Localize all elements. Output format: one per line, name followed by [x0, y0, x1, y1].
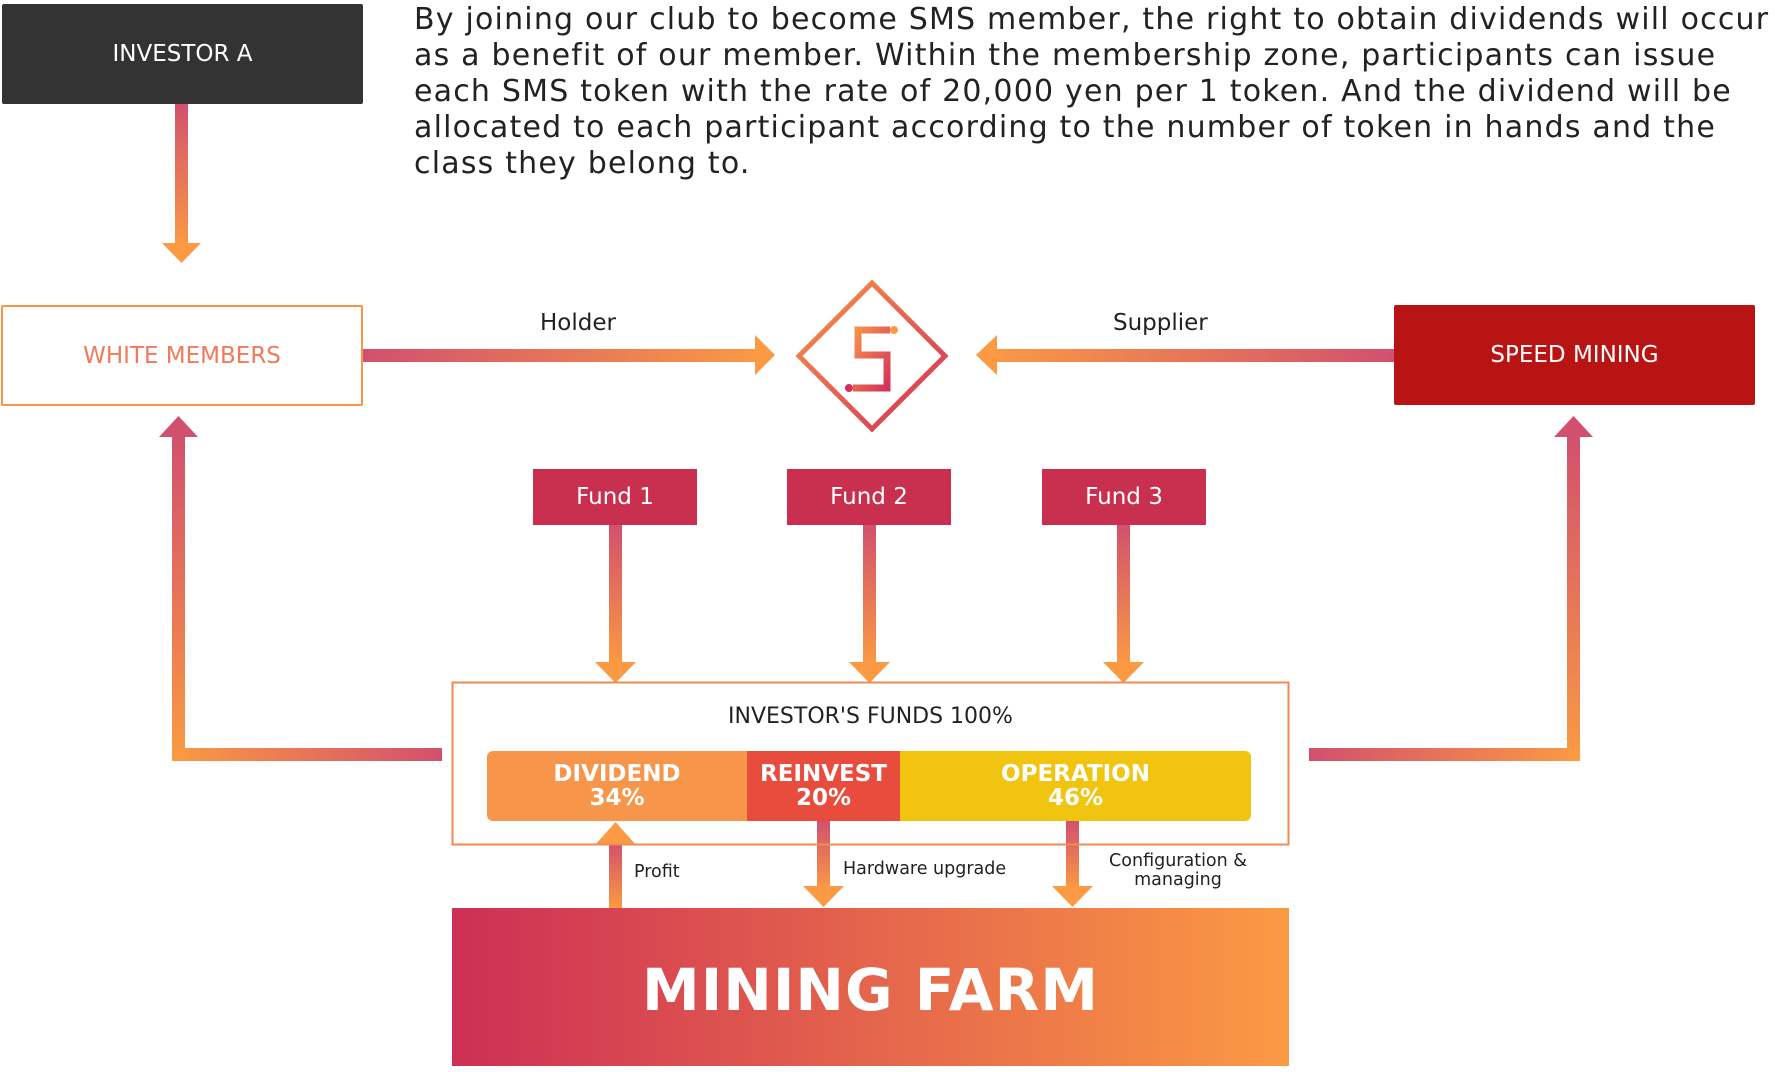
profit-label: Profit — [634, 862, 680, 882]
arrow-fund-1 — [595, 524, 636, 683]
speed-mining-label: SPEED MINING — [1490, 342, 1659, 368]
sms-token-logo — [795, 279, 949, 433]
operation-percent: 46% — [1047, 785, 1104, 811]
white-members-label: WHITE MEMBERS — [83, 342, 281, 369]
arrow-funds-to-speed-mining — [1309, 416, 1593, 761]
fund-3-label: Fund 3 — [1085, 484, 1163, 510]
investor-funds-box — [451, 681, 1290, 846]
arrow-configuration — [1052, 821, 1093, 907]
operation-segment: OPERATION 46% — [900, 751, 1251, 821]
intro-paragraph: By joining our club to become SMS member… — [414, 2, 1770, 181]
investor-a-node: INVESTOR A — [2, 4, 363, 104]
arrow-funds-to-white-members — [159, 416, 442, 761]
dividend-segment: DIVIDEND 34% — [487, 751, 747, 821]
fund-1-node: Fund 1 — [533, 469, 697, 525]
arrow-hardware-upgrade — [803, 821, 844, 907]
arrow-profit — [595, 822, 636, 908]
configuration-label: Configuration & managing — [1109, 851, 1247, 890]
reinvest-segment: REINVEST 20% — [747, 751, 900, 821]
mining-farm-node: MINING FARM — [452, 908, 1289, 1072]
arrow-investor-to-white-members — [162, 104, 201, 263]
white-members-node: WHITE MEMBERS — [1, 305, 363, 406]
hardware-upgrade-label: Hardware upgrade — [843, 859, 1007, 879]
arrow-fund-3 — [1103, 524, 1144, 683]
arrow-fund-2 — [849, 524, 890, 683]
reinvest-percent: 20% — [795, 785, 852, 811]
reinvest-name: REINVEST — [760, 761, 887, 787]
fund-2-node: Fund 2 — [787, 469, 951, 525]
operation-name: OPERATION — [1001, 761, 1150, 787]
fund-1-label: Fund 1 — [576, 484, 654, 510]
dividend-percent: 34% — [589, 785, 645, 811]
speed-mining-node: SPEED MINING — [1394, 305, 1755, 405]
holder-label: Holder — [540, 310, 616, 336]
dividend-name: DIVIDEND — [553, 761, 681, 787]
arrow-supplier — [976, 335, 1394, 375]
arrow-holder — [363, 335, 775, 375]
investor-funds-title: INVESTOR'S FUNDS 100% — [728, 704, 1013, 729]
mining-farm-label: MINING FARM — [642, 956, 1099, 1024]
fund-2-label: Fund 2 — [830, 484, 908, 510]
fund-3-node: Fund 3 — [1042, 469, 1206, 525]
mining-farm-block — [452, 908, 1289, 1066]
investor-a-label: INVESTOR A — [112, 41, 253, 67]
supplier-label: Supplier — [1113, 310, 1208, 336]
